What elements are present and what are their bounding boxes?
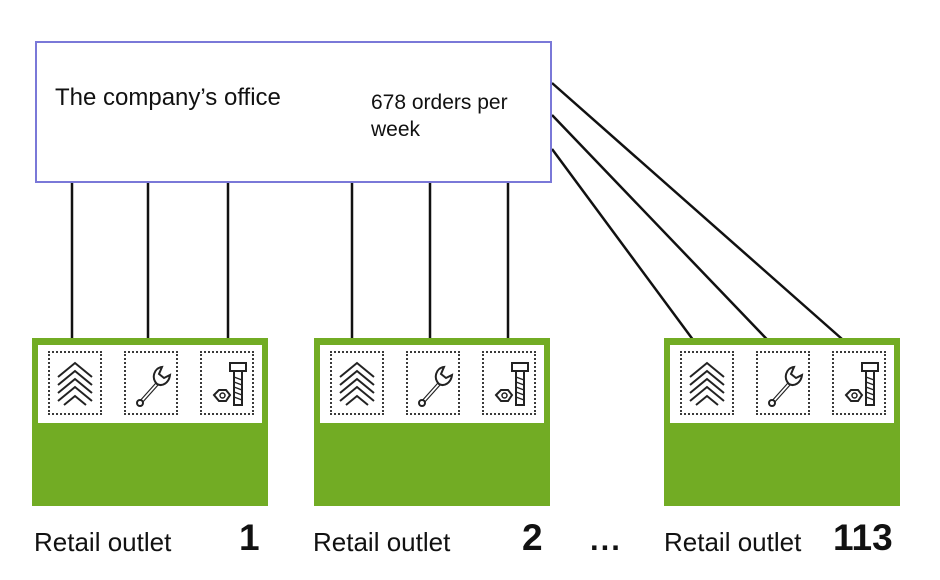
retail-outlet-2-box (314, 338, 550, 506)
outlet-2-wrench-slot (406, 351, 460, 415)
arrow-office-to-outlet-113-bolt (551, 82, 862, 357)
outlet-2-nut-bolt-slot (482, 351, 536, 415)
chevrons-icon (57, 361, 93, 406)
more-outlets-ellipsis: ... (590, 522, 622, 557)
outlet-113-wrench-slot (756, 351, 810, 415)
nut-bolt-icon (212, 362, 247, 406)
outlet-1-wrench-slot (124, 351, 178, 415)
outlet-2-icon-shelf (320, 345, 544, 423)
wrench-icon (768, 365, 804, 407)
outlet-113-nut-bolt-slot (832, 351, 886, 415)
outlet-2-chevrons-slot (330, 351, 384, 415)
outlet-1-nut-bolt-slot (200, 351, 254, 415)
retail-outlet-1-box (32, 338, 268, 506)
outlet-1-icon-shelf (38, 345, 262, 423)
arrow-office-to-outlet-113-wrench (551, 114, 784, 357)
retail-outlet-113-box (664, 338, 900, 506)
company-office-box (35, 41, 552, 183)
outlet-2-label: Retail outlet (313, 527, 451, 557)
outlet-1-chevrons-slot (48, 351, 102, 415)
outlet-1-label: Retail outlet (34, 527, 172, 557)
office-title: The company’s office (55, 84, 281, 111)
chevrons-icon (339, 361, 375, 406)
outlet-113-icon-shelf (670, 345, 894, 423)
office-orders-count: 678 orders per week (371, 91, 508, 141)
outlet-2-number: 2 (522, 517, 543, 558)
nut-bolt-icon (844, 362, 879, 406)
nut-bolt-icon (494, 362, 529, 406)
outlet-113-chevrons-slot (680, 351, 734, 415)
outlet-113-label: Retail outlet (664, 527, 802, 557)
arrow-office-to-outlet-113-chevrons (550, 148, 708, 360)
outlet-1-number: 1 (239, 517, 260, 558)
outlet-113-number: 113 (833, 517, 893, 558)
wrench-icon (136, 365, 172, 407)
wrench-icon (418, 365, 454, 407)
chevrons-icon (689, 361, 725, 406)
